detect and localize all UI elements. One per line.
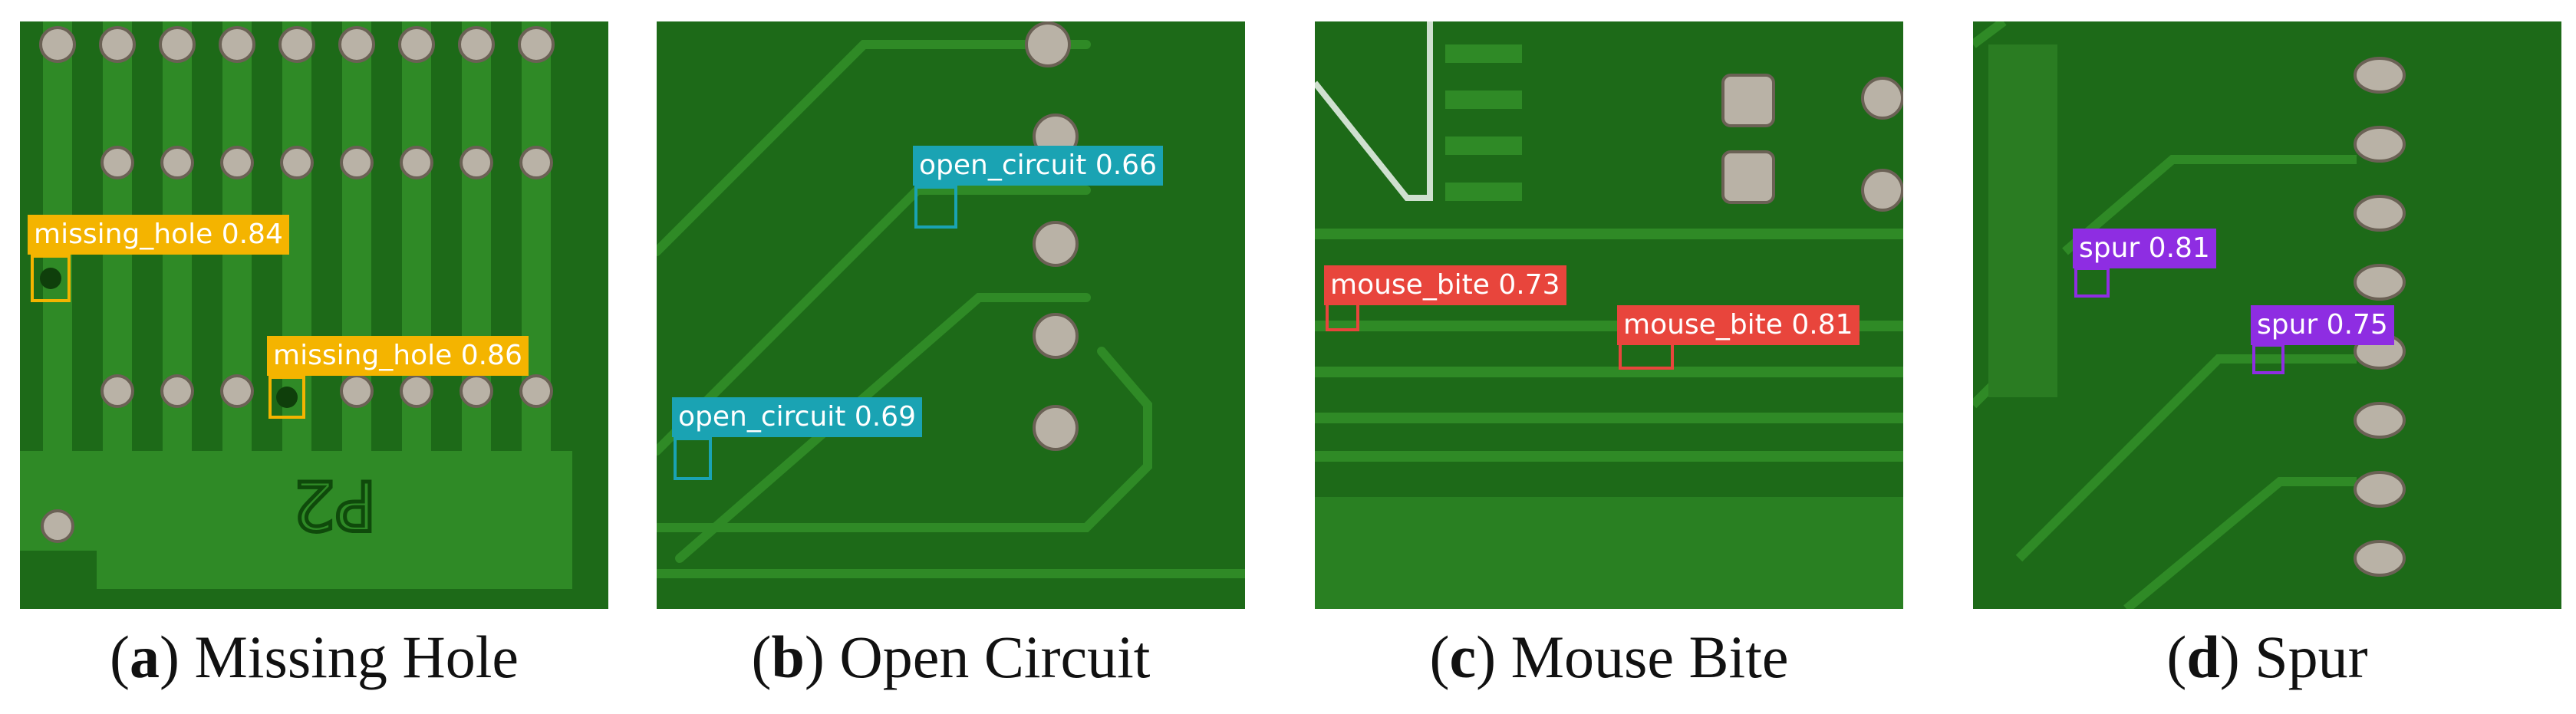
caption-title: Missing Hole: [194, 624, 519, 690]
caption-missing-hole: (a) Missing Hole: [110, 624, 519, 690]
caption-title: Mouse Bite: [1510, 624, 1789, 690]
caption-letter: c: [1449, 624, 1477, 690]
pcb-image-missing-hole: [20, 21, 608, 609]
bounding-box: [2074, 267, 2110, 298]
panel-missing-hole: missing_hole 0.84 missing_hole 0.86 P2: [20, 21, 608, 609]
detection-label: open_circuit 0.69: [672, 397, 922, 437]
panel-open-circuit: open_circuit 0.66 open_circuit 0.69: [657, 21, 1245, 609]
bounding-box: [268, 376, 305, 419]
detection-label: mouse_bite 0.81: [1617, 305, 1860, 345]
caption-spur: (d) Spur: [2166, 624, 2368, 690]
caption-mouse-bite: (c) Mouse Bite: [1429, 624, 1789, 690]
bounding-box: [914, 186, 957, 229]
caption-title: Spur: [2255, 624, 2368, 690]
bounding-box: [31, 255, 71, 302]
detection-label: spur 0.75: [2251, 305, 2394, 345]
caption-letter: a: [129, 624, 160, 690]
pcb-image-open-circuit: [657, 21, 1245, 609]
detection-label: missing_hole 0.86: [267, 336, 529, 376]
bounding-box: [2252, 344, 2284, 374]
detection-label: open_circuit 0.66: [913, 146, 1163, 186]
panel-mouse-bite: mouse_bite 0.73 mouse_bite 0.81: [1315, 21, 1903, 609]
detection-label: mouse_bite 0.73: [1324, 265, 1566, 305]
detection-label: missing_hole 0.84: [28, 215, 289, 255]
bounding-box: [1326, 302, 1359, 331]
bounding-box: [674, 437, 712, 480]
caption-title: Open Circuit: [839, 624, 1151, 690]
pcb-image-mouse-bite: [1315, 21, 1903, 609]
caption-letter: d: [2186, 624, 2220, 690]
panel-spur: spur 0.81 spur 0.75: [1973, 21, 2561, 609]
caption-open-circuit: (b) Open Circuit: [751, 624, 1151, 690]
detection-label: spur 0.81: [2073, 229, 2216, 268]
pcb-image-spur: [1973, 21, 2561, 609]
caption-letter: b: [771, 624, 805, 690]
bounding-box: [1619, 342, 1674, 370]
